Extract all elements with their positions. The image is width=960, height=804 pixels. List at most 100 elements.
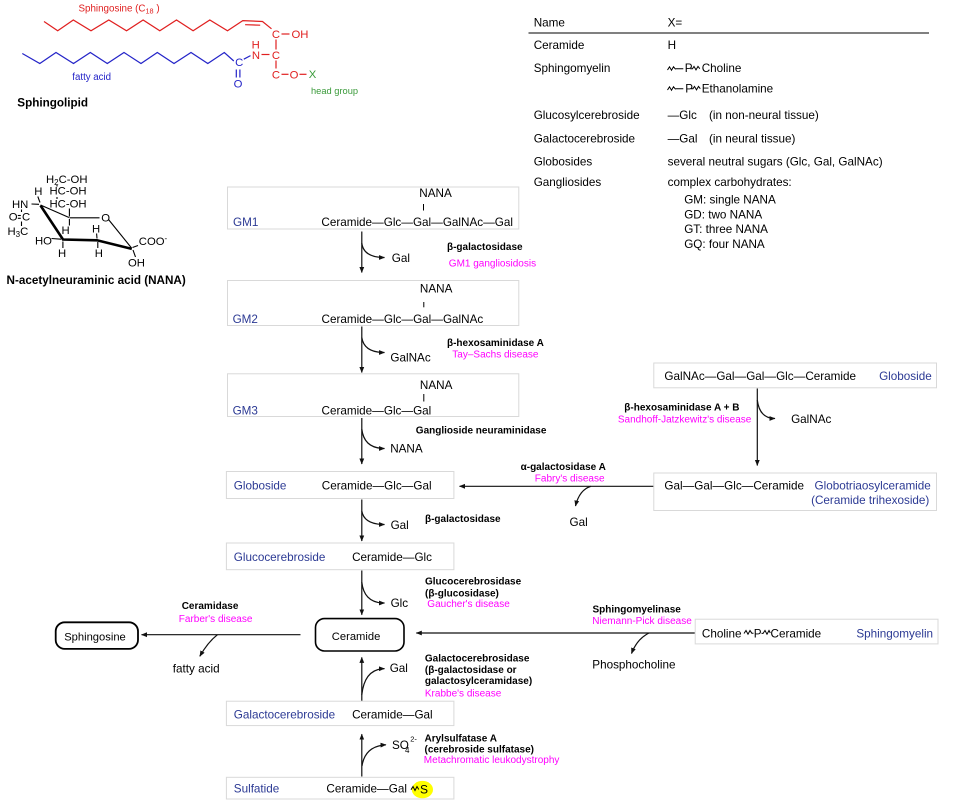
svg-text:β-galactosidase: β-galactosidase — [447, 242, 523, 253]
svg-text:Phosphocholine: Phosphocholine — [592, 659, 675, 672]
svg-text:(Ceramide trihexoside): (Ceramide trihexoside) — [811, 494, 929, 507]
svg-text:Farber's disease: Farber's disease — [179, 614, 253, 625]
svg-text:(in non-neural tissue): (in non-neural tissue) — [709, 109, 819, 122]
svg-text:Ceramide: Ceramide — [534, 39, 585, 52]
svg-text:GM: single NANA: GM: single NANA — [684, 194, 776, 207]
svg-text:GM2: GM2 — [233, 313, 258, 326]
svg-text:O: O — [101, 212, 110, 224]
svg-text:C: C — [235, 57, 243, 69]
svg-text:—Glc: —Glc — [668, 109, 697, 122]
svg-text:β-galactosidase: β-galactosidase — [425, 514, 501, 525]
svg-text:galactosylceramidase): galactosylceramidase) — [425, 676, 532, 687]
svg-text:fatty acid: fatty acid — [173, 662, 220, 675]
svg-text:β-hexosaminidase A + B: β-hexosaminidase A + B — [624, 402, 739, 413]
svg-text:O: O — [290, 70, 299, 82]
svg-text:Ceramide—Glc—Gal: Ceramide—Glc—Gal — [322, 480, 432, 493]
svg-text:Globoside: Globoside — [234, 480, 287, 493]
svg-text:P: P — [685, 62, 693, 75]
svg-text:Name: Name — [534, 17, 565, 30]
svg-text:C: C — [272, 70, 280, 82]
svg-text:(cerebroside sulfatase): (cerebroside sulfatase) — [425, 744, 535, 755]
svg-text:Ceramidase: Ceramidase — [182, 601, 239, 612]
svg-text:Krabbe's disease: Krabbe's disease — [425, 688, 502, 699]
svg-text:Gal—Gal—Glc—Ceramide: Gal—Gal—Glc—Ceramide — [664, 480, 804, 493]
svg-text:O: O — [9, 212, 18, 224]
svg-text:Choline: Choline — [702, 62, 742, 75]
svg-text:(β-galactosidase or: (β-galactosidase or — [425, 665, 517, 676]
svg-text:Sphingomyelinase: Sphingomyelinase — [593, 604, 682, 615]
svg-text:GalNAc: GalNAc — [390, 351, 430, 364]
svg-text:C: C — [22, 212, 30, 224]
svg-text:Fabry's disease: Fabry's disease — [535, 473, 605, 484]
svg-text:Ethanolamine: Ethanolamine — [702, 82, 773, 95]
svg-text:SO: SO — [392, 739, 409, 752]
svg-text:Ceramide—Glc: Ceramide—Glc — [352, 551, 432, 564]
svg-text:Galactocerebrosidase: Galactocerebrosidase — [425, 654, 530, 665]
svg-text:GM3: GM3 — [233, 404, 258, 417]
svg-text:H3C: H3C — [8, 226, 29, 239]
svg-text:N-acetylneuraminic acid (NANA): N-acetylneuraminic acid (NANA) — [7, 274, 186, 287]
svg-text:GD: two NANA: GD: two NANA — [684, 208, 762, 221]
svg-text:Sphingomyelin: Sphingomyelin — [534, 62, 611, 75]
svg-text:H: H — [58, 248, 66, 260]
svg-text:O: O — [234, 79, 243, 91]
svg-text:GM1: GM1 — [233, 216, 258, 229]
svg-text:HC-OH: HC-OH — [50, 186, 87, 198]
svg-text:NANA: NANA — [420, 379, 453, 392]
svg-text:Galactocerebroside: Galactocerebroside — [234, 708, 335, 721]
svg-text:Galactocerebroside: Galactocerebroside — [534, 132, 635, 145]
svg-text:H: H — [62, 225, 70, 237]
svg-text:Ganglioside neuraminidase: Ganglioside neuraminidase — [416, 425, 547, 436]
svg-text:Glucocerebrosidase: Glucocerebrosidase — [425, 577, 522, 588]
svg-text:P: P — [754, 628, 762, 641]
svg-text:head group: head group — [311, 86, 358, 96]
svg-text:—Gal: —Gal — [668, 132, 698, 145]
svg-text:Ceramide: Ceramide — [771, 628, 822, 641]
svg-text:OH: OH — [128, 258, 145, 270]
svg-text:Gal: Gal — [570, 516, 588, 529]
svg-text:Sphingosine (C18 ): Sphingosine (C18 ) — [79, 3, 160, 15]
svg-text:H: H — [668, 39, 676, 52]
svg-text:Glucocerebroside: Glucocerebroside — [234, 551, 326, 564]
svg-text:Globoside: Globoside — [879, 370, 932, 383]
svg-text:NANA: NANA — [419, 187, 452, 200]
svg-text:GT: three NANA: GT: three NANA — [684, 223, 768, 236]
svg-text:Gal: Gal — [392, 252, 410, 265]
svg-text:4: 4 — [405, 746, 410, 755]
svg-text:N: N — [252, 50, 260, 62]
svg-text:C: C — [272, 50, 280, 62]
svg-text:Sphingosine: Sphingosine — [64, 632, 126, 644]
svg-text:Choline: Choline — [702, 628, 742, 641]
svg-text:Globotriaosylceramide: Globotriaosylceramide — [815, 480, 931, 493]
svg-text:Sandhoff-Jatzkewitz's disease: Sandhoff-Jatzkewitz's disease — [618, 415, 752, 426]
svg-text:Gaucher's disease: Gaucher's disease — [427, 599, 510, 610]
svg-text:Niemann-Pick disease: Niemann-Pick disease — [592, 616, 692, 627]
svg-text:Glucosylcerebroside: Glucosylcerebroside — [534, 109, 640, 122]
svg-text:Sphingolipid: Sphingolipid — [17, 97, 88, 110]
svg-text:β-hexosaminidase A: β-hexosaminidase A — [447, 338, 544, 349]
svg-text:fatty acid: fatty acid — [72, 72, 111, 83]
svg-text:HC-OH: HC-OH — [50, 198, 87, 210]
svg-text:P: P — [685, 82, 693, 95]
svg-text:H: H — [34, 186, 42, 198]
svg-text:GQ: four NANA: GQ: four NANA — [684, 238, 765, 251]
svg-text:C: C — [272, 29, 280, 41]
svg-text:Gal: Gal — [390, 662, 408, 675]
svg-text:Sulfatide: Sulfatide — [234, 783, 279, 796]
svg-text:Metachromatic leukodystrophy: Metachromatic leukodystrophy — [424, 755, 560, 766]
svg-text:Ceramide—Glc—Gal: Ceramide—Glc—Gal — [322, 404, 432, 417]
svg-text:Ceramide—Gal: Ceramide—Gal — [352, 708, 433, 721]
svg-text:Globosides: Globosides — [534, 156, 593, 169]
svg-text:COO-: COO- — [139, 234, 168, 248]
svg-text:HO: HO — [35, 236, 52, 248]
svg-text:NANA: NANA — [420, 283, 453, 296]
svg-text:HN: HN — [12, 199, 28, 211]
svg-text:H: H — [252, 40, 260, 52]
svg-text:Tay–Sachs disease: Tay–Sachs disease — [452, 350, 539, 361]
svg-text:Ceramide: Ceramide — [332, 631, 381, 643]
svg-text:Arylsulfatase A: Arylsulfatase A — [425, 733, 497, 744]
svg-text:(in neural tissue): (in neural tissue) — [709, 132, 796, 145]
svg-text:Ceramide—Glc—Gal—GalNAc—Gal: Ceramide—Glc—Gal—GalNAc—Gal — [321, 216, 513, 229]
svg-text:H: H — [92, 223, 100, 235]
svg-text:Gal: Gal — [391, 519, 409, 532]
